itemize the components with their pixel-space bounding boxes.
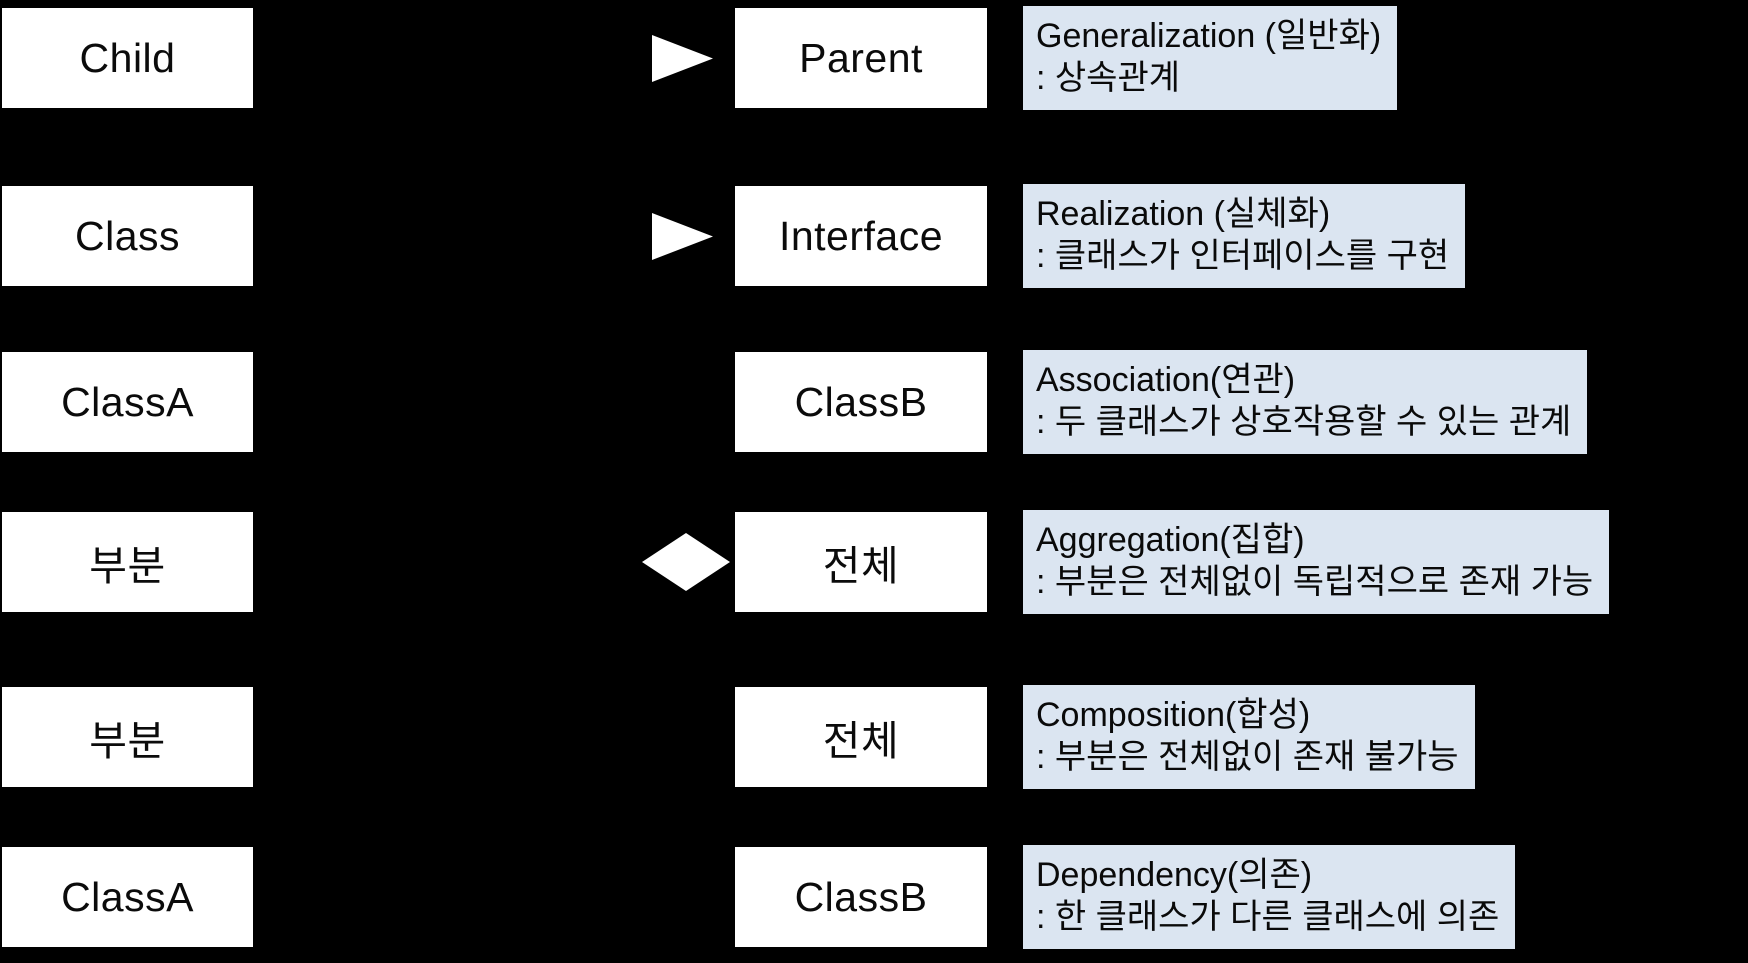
class-box-label: 전체: [822, 718, 900, 764]
class-box-label: Interface: [778, 212, 944, 259]
row-generalization: Child Parent Generalization (일반화) : 상속관계: [0, 6, 1748, 110]
class-box-part: 부분: [2, 687, 253, 787]
class-box-label: 전체: [822, 543, 900, 589]
class-box-child: Child: [2, 8, 253, 108]
description-detail: : 상속관계: [1036, 59, 1181, 97]
description-term: Aggregation(집합): [1036, 521, 1305, 559]
description-box-association: Association(연관) : 두 클래스가 상호작용할 수 있는 관계: [1023, 350, 1588, 454]
row-dependency: ClassA ClassB Dependency(의존) : 한 클래스가 다른…: [0, 845, 1748, 949]
description-term: Realization (실체화): [1036, 195, 1331, 233]
class-box-label: 부분: [89, 543, 166, 589]
description-detail: : 클래스가 인터페이스를 구현: [1036, 237, 1450, 275]
realization-hollow-triangle-icon: [652, 213, 713, 260]
description-box-composition: Composition(합성) : 부분은 전체없이 존재 불가능: [1023, 685, 1475, 789]
row-realization: Class Interface Realization (실체화) : 클래스가…: [0, 184, 1748, 288]
class-box-label: ClassA: [61, 873, 194, 920]
class-box-classb: ClassB: [735, 847, 987, 947]
class-box-label: Class: [74, 212, 181, 259]
description-box-aggregation: Aggregation(집합) : 부분은 전체없이 독립적으로 존재 가능: [1023, 510, 1610, 614]
class-box-whole: 전체: [735, 512, 987, 612]
class-box-classa: ClassA: [2, 352, 253, 452]
description-box-generalization: Generalization (일반화) : 상속관계: [1023, 6, 1398, 110]
class-box-part: 부분: [2, 512, 253, 612]
row-aggregation: 부분 전체 Aggregation(집합) : 부분은 전체없이 독립적으로 존…: [0, 510, 1748, 614]
row-composition: 부분 전체 Composition(합성) : 부분은 전체없이 존재 불가능: [0, 685, 1748, 789]
class-box-label: ClassB: [794, 873, 928, 920]
description-detail: : 두 클래스가 상호작용할 수 있는 관계: [1036, 403, 1572, 441]
class-box-label: ClassB: [794, 378, 928, 425]
aggregation-hollow-diamond-icon: [642, 533, 730, 591]
class-box-interface: Interface: [735, 186, 987, 286]
description-box-dependency: Dependency(의존) : 한 클래스가 다른 클래스에 의존: [1023, 845, 1516, 949]
class-box-parent: Parent: [735, 8, 987, 108]
class-box-classa: ClassA: [2, 847, 253, 947]
row-association: ClassA ClassB Association(연관) : 두 클래스가 상…: [0, 350, 1748, 454]
description-term: Generalization (일반화): [1036, 17, 1382, 55]
description-detail: : 부분은 전체없이 존재 불가능: [1036, 738, 1459, 776]
generalization-hollow-triangle-icon: [652, 35, 713, 82]
description-term: Dependency(의존): [1036, 856, 1313, 894]
description-detail: : 부분은 전체없이 독립적으로 존재 가능: [1036, 563, 1594, 601]
class-box-whole: 전체: [735, 687, 987, 787]
class-box-label: ClassA: [61, 378, 194, 425]
description-term: Composition(합성): [1036, 696, 1311, 734]
description-detail: : 한 클래스가 다른 클래스에 의존: [1036, 898, 1500, 936]
class-box-class: Class: [2, 186, 253, 286]
description-box-realization: Realization (실체화) : 클래스가 인터페이스를 구현: [1023, 184, 1466, 288]
class-box-label: Child: [79, 34, 176, 81]
description-term: Association(연관): [1036, 361, 1296, 399]
class-box-label: 부분: [89, 718, 166, 764]
class-box-classb: ClassB: [735, 352, 987, 452]
class-box-label: Parent: [799, 34, 923, 81]
